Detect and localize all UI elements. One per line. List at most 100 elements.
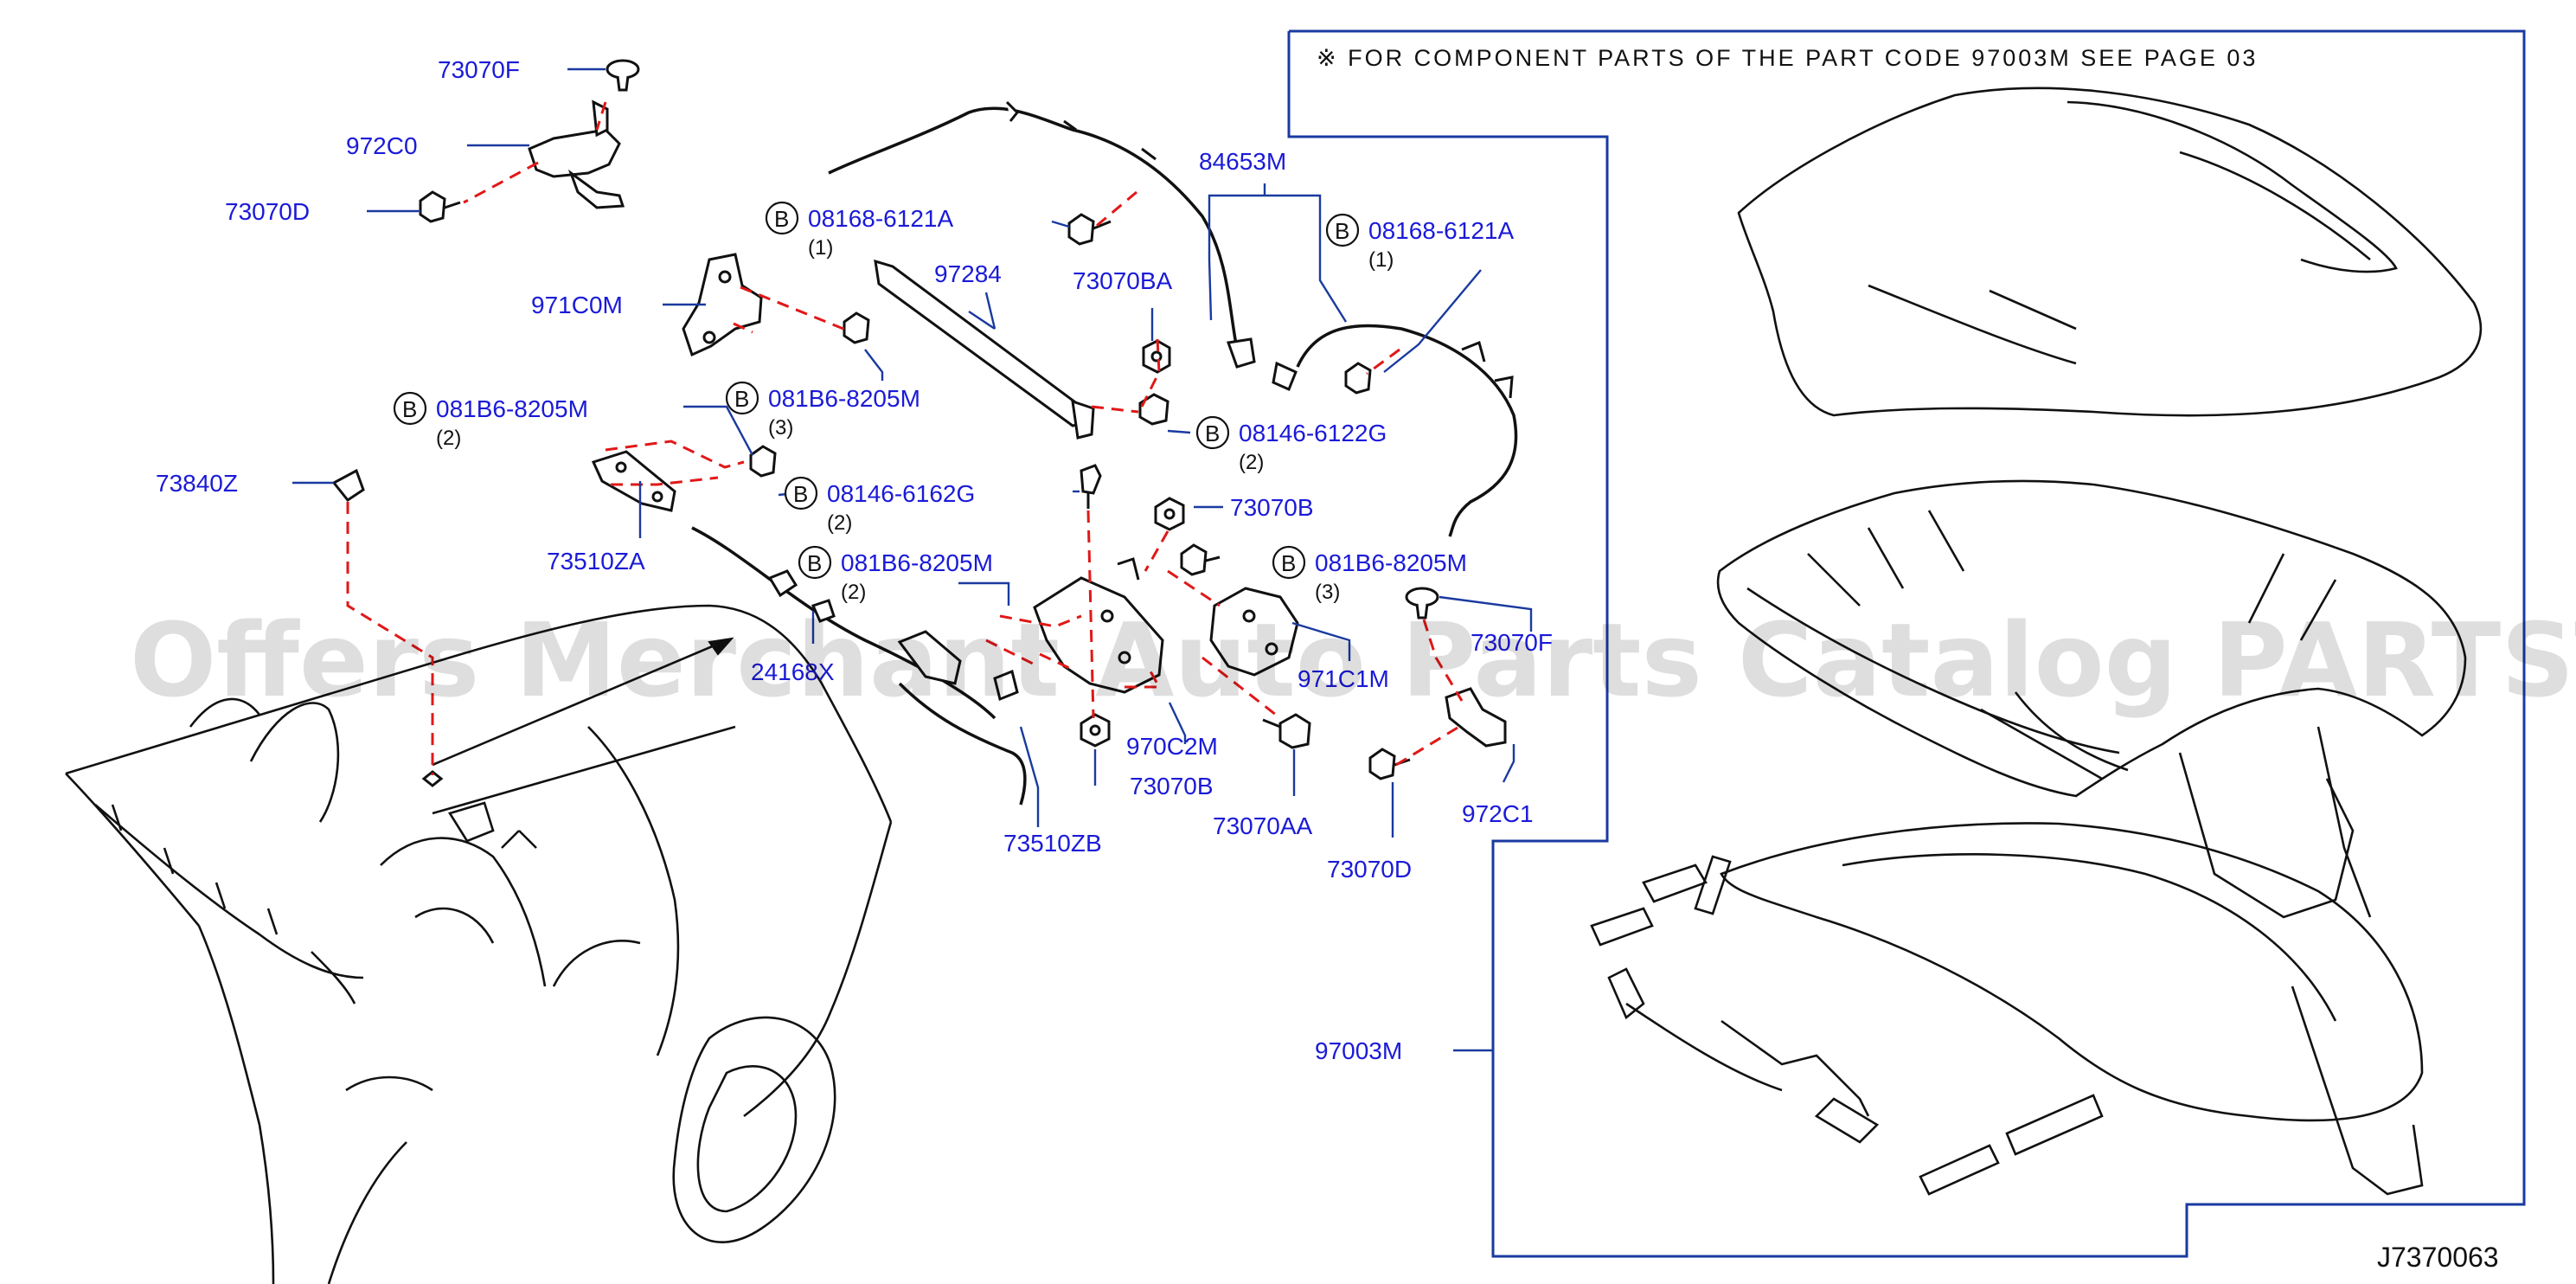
bracket-972C0	[528, 100, 625, 209]
svg-text:B: B	[734, 386, 749, 412]
bracket-970C2M	[1033, 557, 1164, 694]
bolt-code: 081B6-8205M	[1315, 549, 1467, 576]
nut-73070B-lower	[1080, 713, 1111, 748]
bolt-081B6-mid	[749, 445, 777, 478]
bolt-marker-icon	[1272, 545, 1306, 580]
label-73070AA: 73070AA	[1213, 812, 1313, 839]
label-73510ZB: 73510ZB	[1003, 830, 1102, 857]
label-73070D-bottom: 73070D	[1327, 856, 1412, 883]
bolt-qty: (2)	[827, 511, 852, 535]
label-73070F-right: 73070F	[1471, 629, 1553, 656]
bracket-971C0M	[682, 253, 763, 357]
clip-73070F-top	[606, 59, 640, 92]
bolt-callout-7: B 081B6-8205M (2)	[798, 545, 993, 604]
label-971C1M: 971C1M	[1298, 665, 1389, 692]
label-73070F-top: 73070F	[438, 56, 520, 83]
bolt-callout-5: B 08146-6162G (2)	[784, 476, 975, 535]
bolt-081B6-right	[1180, 543, 1221, 576]
svg-text:B: B	[1281, 550, 1296, 576]
bolt-callout-3: B 081B6-8205M (2)	[393, 391, 588, 450]
bolt-callout-1: B 08168-6121A (1)	[765, 201, 953, 260]
car-body-illustration	[65, 604, 893, 1284]
bolt-code: 081B6-8205M	[768, 385, 920, 412]
svg-text:B: B	[793, 481, 808, 507]
strip-97284	[874, 259, 1095, 440]
bolt-qty: (1)	[808, 236, 833, 260]
clip-73070F-right	[1405, 587, 1439, 620]
bolt-08146-6162G	[1080, 464, 1102, 509]
svg-text:B: B	[807, 550, 822, 576]
bolt-code: 08146-6122G	[1239, 420, 1387, 446]
bolt-qty: (3)	[1315, 581, 1340, 604]
bolt-08168-right	[1344, 362, 1372, 395]
label-84653M: 84653M	[1199, 148, 1286, 175]
connection-lines	[346, 101, 1464, 775]
svg-text:B: B	[1335, 218, 1349, 244]
part-labels: 73070F 972C0 73070D 971C0M 73840Z 73510Z…	[156, 56, 1553, 1064]
pointer-arrow-head	[708, 637, 734, 656]
label-97003M: 97003M	[1315, 1037, 1402, 1064]
bolt-code: 08146-6162G	[827, 480, 975, 507]
bolt-callout-6: B 08146-6122G (2)	[1195, 415, 1387, 474]
label-73840Z: 73840Z	[156, 470, 238, 497]
cable-24168X	[767, 569, 836, 623]
label-24168X: 24168X	[751, 658, 835, 685]
bolt-callout-4: B 081B6-8205M (3)	[725, 381, 920, 440]
label-972C0: 972C0	[346, 132, 418, 159]
clip-73840Z	[331, 468, 365, 503]
nut-73070B-upper	[1154, 497, 1185, 531]
label-73510ZA: 73510ZA	[547, 548, 645, 575]
label-73070B-lower: 73070B	[1130, 773, 1214, 799]
label-970C2M: 970C2M	[1126, 733, 1218, 760]
bolt-marker-icon	[798, 545, 832, 580]
component-note: ※ FOR COMPONENT PARTS OF THE PART CODE 9…	[1317, 45, 2258, 71]
bolt-marker-icon	[393, 391, 427, 426]
bracket-972C1	[1445, 687, 1507, 748]
wire-harness-84653M	[828, 100, 1518, 537]
watermark-text: Offers Merchant Auto Parts Catalog PARTS…	[130, 600, 2576, 720]
pointer-arrow-line	[432, 639, 727, 767]
bolt-081B6-upper	[843, 311, 870, 344]
component-panel-border	[1287, 29, 2526, 1258]
bolt-marker-icon	[765, 201, 799, 235]
bolt-callout-2: B 08168-6121A (1)	[1325, 213, 1514, 272]
bracket-971C1M	[1209, 587, 1299, 677]
svg-text:B: B	[1205, 421, 1220, 446]
bolt-qty: (2)	[436, 427, 461, 450]
bolt-qty: (2)	[1239, 451, 1264, 474]
diagram-code: J7370063	[2377, 1242, 2499, 1273]
deck-lid-illustration	[1590, 822, 2424, 1196]
hardtop-frame-illustration	[1716, 479, 2467, 919]
label-73070B-upper: 73070B	[1230, 494, 1314, 521]
label-971C0M: 971C0M	[531, 292, 623, 318]
bolt-marker-icon	[1325, 213, 1360, 247]
bracket-73510ZA	[591, 450, 676, 512]
hardtop-roof-illustration	[1737, 87, 2483, 417]
svg-text:B: B	[402, 396, 417, 422]
bolt-code: 08168-6121A	[1368, 217, 1514, 244]
bolt-code: 08168-6121A	[808, 205, 953, 232]
svg-text:B: B	[774, 206, 789, 232]
label-73070BA: 73070BA	[1073, 267, 1173, 294]
bolt-73070D-bottom	[1368, 748, 1411, 780]
label-972C1: 972C1	[1462, 800, 1534, 827]
bolt-callout-8: B 081B6-8205M (3)	[1272, 545, 1467, 604]
bolt-marker-icon	[725, 381, 759, 415]
seatbelt-line	[432, 725, 736, 815]
bolt-marker-icon	[784, 476, 818, 510]
label-73070D-top: 73070D	[225, 198, 310, 225]
bolt-code: 081B6-8205M	[436, 395, 588, 422]
label-97284: 97284	[934, 260, 1002, 287]
bolt-marker-icon	[1195, 415, 1230, 450]
bolt-qty: (2)	[841, 581, 866, 604]
bolt-code: 081B6-8205M	[841, 549, 993, 576]
bolt-73070AA	[1262, 713, 1311, 749]
bolt-qty: (1)	[1368, 248, 1394, 272]
nut-73070BA	[1142, 339, 1171, 374]
bolt-08168-left	[1067, 213, 1112, 246]
bracket-73510ZB	[691, 526, 1027, 806]
bolt-73070D-top	[419, 190, 461, 223]
leader-lines	[292, 67, 1533, 1052]
